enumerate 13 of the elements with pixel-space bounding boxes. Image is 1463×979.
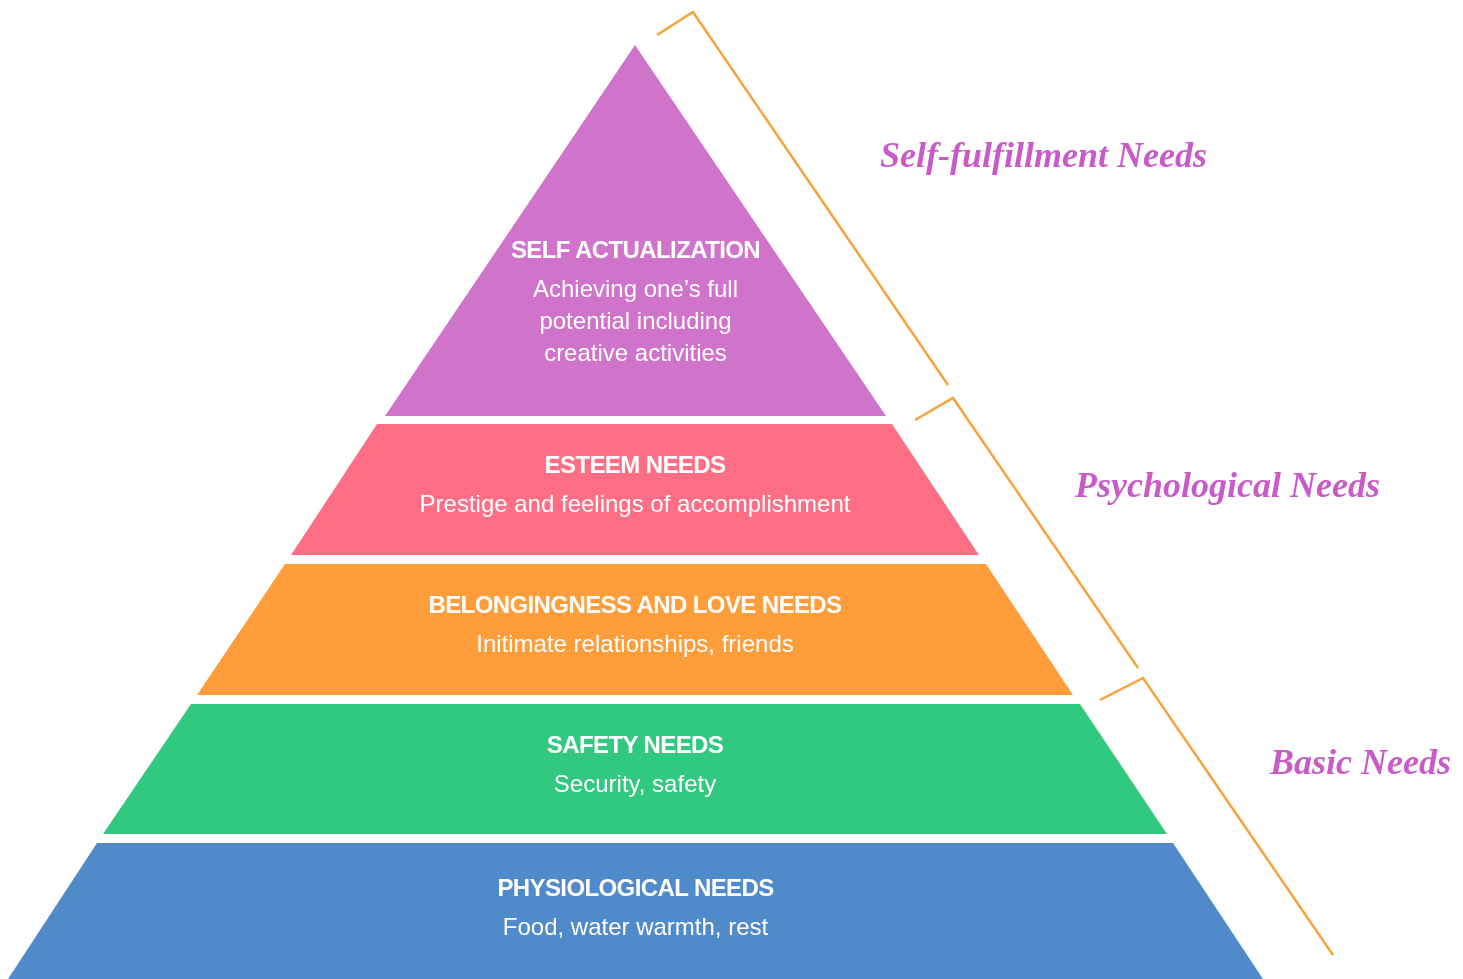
tier-description: Food, water warmth, rest <box>502 912 769 942</box>
group-label: Self-fulfillment Needs <box>880 134 1207 177</box>
tier-title: SAFETY NEEDS <box>546 730 724 760</box>
tier-title: SELF ACTUALIZATION <box>510 235 761 265</box>
group-label: Psychological Needs <box>1075 464 1380 507</box>
tier-description: Prestige and feelings of accomplishment <box>419 489 851 519</box>
tier-description: Initimate relationships, friends <box>476 629 794 659</box>
tier-title: BELONGINGNESS AND LOVE NEEDS <box>428 590 842 620</box>
group-label: Basic Needs <box>1270 741 1451 784</box>
tier-description: Achieving one’s full potential including creative activities <box>532 274 739 368</box>
tier-title: PHYSIOLOGICAL NEEDS <box>497 873 774 903</box>
tier-title: ESTEEM NEEDS <box>544 450 726 480</box>
tier-description: Security, safety <box>553 769 717 799</box>
